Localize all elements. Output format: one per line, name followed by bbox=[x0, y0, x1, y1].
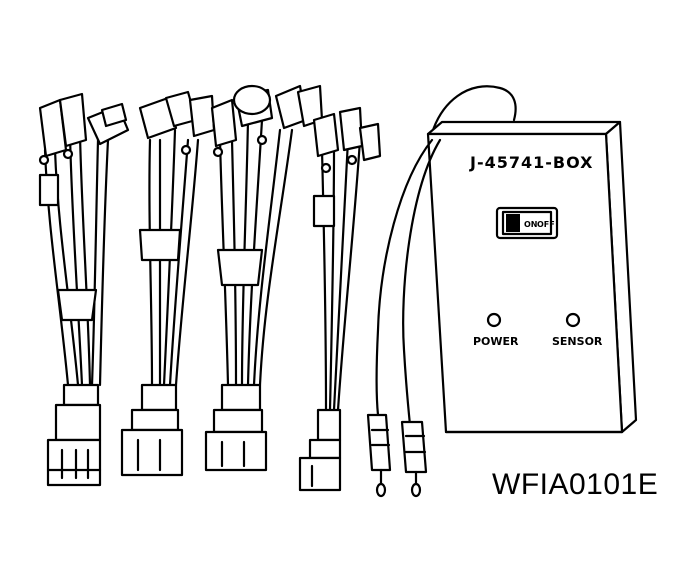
sensor-label: SENSOR bbox=[552, 335, 603, 348]
box-label: J-45741-BOX bbox=[469, 153, 593, 172]
box-cable bbox=[428, 85, 517, 142]
sensor-led bbox=[565, 312, 581, 328]
harness-2 bbox=[120, 90, 216, 477]
test-box bbox=[426, 120, 638, 434]
harness-3 bbox=[204, 84, 324, 472]
power-label: POWER bbox=[473, 335, 519, 348]
harness-1 bbox=[38, 92, 130, 487]
harness-4 bbox=[298, 106, 382, 492]
power-switch: ON OFF bbox=[495, 206, 559, 240]
figure-id: WFIA0101E bbox=[492, 468, 659, 501]
switch-on-label: ON bbox=[524, 220, 538, 229]
switch-off-label: OFF bbox=[537, 220, 555, 229]
probe-leads bbox=[366, 138, 442, 498]
power-led bbox=[486, 312, 502, 328]
